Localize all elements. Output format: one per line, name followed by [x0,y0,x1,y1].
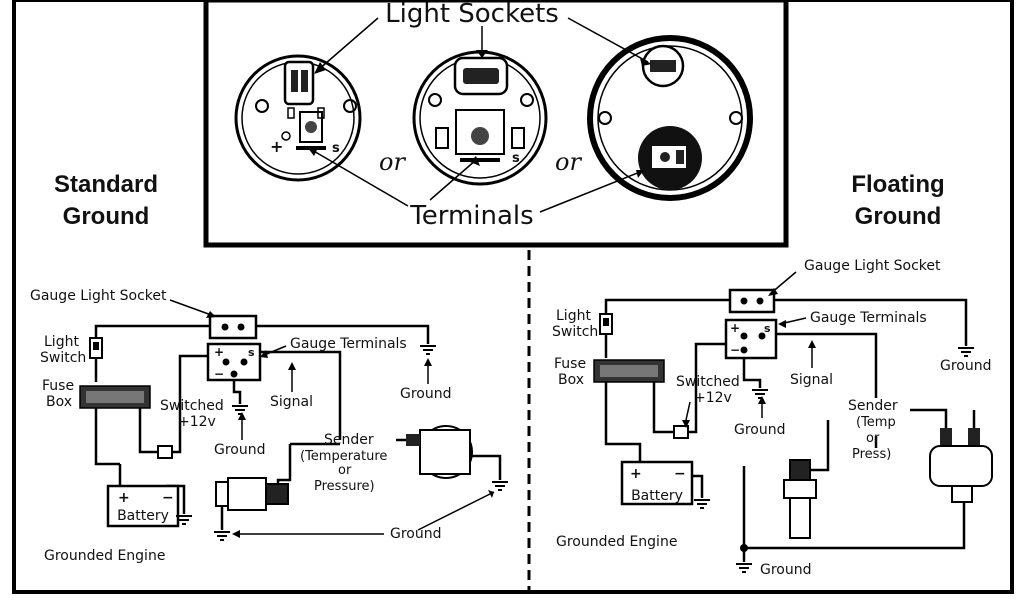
fl-grounded-engine-label: Grounded Engine [556,534,677,550]
std-fuse-box-line2: Box [46,394,72,410]
floating-leader-heads [682,288,816,428]
floating-switched-connector-icon [673,425,689,439]
std-ground-bottom-label: Ground [390,526,442,542]
floating-pressure-sender-icon [929,428,993,503]
fl-sender-type-line1: (Temp [856,415,896,430]
gauge-back-3 [587,35,753,201]
gauge1-s-mark: s [332,141,340,156]
std-ground-top-label: Ground [400,386,452,402]
terminals-label: Terminals [409,201,533,231]
floating-wires [604,298,976,562]
standard-light-switch-icon [89,337,103,359]
light-sockets-label: Light Sockets [385,0,559,29]
std-signal-label: Signal [270,394,313,410]
gauge-back-1 [234,54,362,182]
fl-sender-label: Sender [848,398,898,414]
fl-fuse-box-line2: Box [558,372,584,388]
standard-switched-connector-icon [157,445,173,459]
floating-light-switch-icon [599,313,613,335]
fl-signal-label: Signal [790,372,833,388]
std-fuse-box-line1: Fuse [42,378,74,394]
standard-leader-heads [206,311,494,538]
floating-heading-line2: Ground [855,203,942,230]
fl-battery-minus: − [674,466,686,482]
fl-plus12v-label: +12v [694,390,732,406]
top-arrowheads [308,50,652,178]
top-leader-lines [311,17,649,213]
std-terminal-minus: − [214,367,224,381]
gauge1-plus-mark: + [270,137,283,156]
fl-terminal-plus: + [730,321,740,335]
fl-ground-right-label: Ground [940,358,992,374]
floating-junction-dot [740,544,748,552]
std-light-switch-line2: Switch [40,350,86,366]
std-sender-type-line3: Pressure) [314,479,375,494]
standard-battery-icon [106,484,180,528]
standard-heading-line2: Ground [63,203,150,230]
standard-fuse-box-icon [79,385,151,409]
floating-fuse-box-icon [593,359,665,383]
std-gauge-terminals-label: Gauge Terminals [290,336,407,352]
std-battery-minus: − [162,490,174,506]
or-label-1: or [379,148,406,176]
std-light-switch-line1: Light [44,334,79,350]
std-ground-mid-label: Ground [214,442,266,458]
gauge2-s-mark: s [512,151,520,166]
standard-wires [94,324,502,530]
or-label-2: or [555,148,582,176]
fl-gauge-light-socket-label: Gauge Light Socket [804,258,941,274]
fl-ground-mid-label: Ground [734,422,786,438]
fl-ground-bottom-label: Ground [760,562,812,578]
std-sender-type-line1: (Temperature [300,449,387,464]
standard-gauge-light-socket [208,314,258,340]
fl-light-switch-line1: Light [556,308,591,324]
fl-switched-label: Switched [676,374,740,390]
fl-light-switch-line2: Switch [552,324,598,340]
fl-battery-plus: + [630,466,642,482]
outer-frame [12,0,1014,594]
std-sender-type-line2: or [338,463,352,478]
std-switched-label: Switched [160,398,224,414]
std-gauge-light-socket-label: Gauge Light Socket [30,288,167,304]
std-plus12v-label: +12v [178,414,216,430]
std-sender-label: Sender [324,432,374,448]
std-battery-label: Battery [117,508,169,524]
fl-terminal-s: s [764,322,771,335]
fl-fuse-box-line1: Fuse [554,356,586,372]
standard-pressure-gauge-icon [406,425,473,479]
standard-heading-line1: Standard [54,171,158,198]
std-grounded-engine-label: Grounded Engine [44,548,165,564]
floating-heading-line1: Floating [851,171,944,198]
std-terminal-s: s [248,346,255,359]
fl-terminal-minus: − [730,343,740,357]
floating-ground-symbols [694,347,974,573]
fl-sender-type-line2: or [866,431,880,446]
fl-gauge-terminals-label: Gauge Terminals [810,310,927,326]
fl-battery-label: Battery [631,488,683,504]
floating-gauge-terminals [724,318,778,360]
standard-sender-icon [215,477,289,511]
floating-battery-icon [620,460,694,506]
top-panel-frame [203,0,789,248]
floating-gauge-light-socket [728,288,776,314]
std-terminal-plus: + [214,345,224,359]
floating-sender-icon [783,459,817,539]
gauge-back-2 [412,50,548,186]
standard-gauge-terminals [206,342,262,382]
standard-ground-symbols [176,345,508,541]
std-battery-plus: + [118,490,130,506]
fl-sender-type-line3: Press) [852,447,891,462]
standard-leaders [169,299,495,535]
